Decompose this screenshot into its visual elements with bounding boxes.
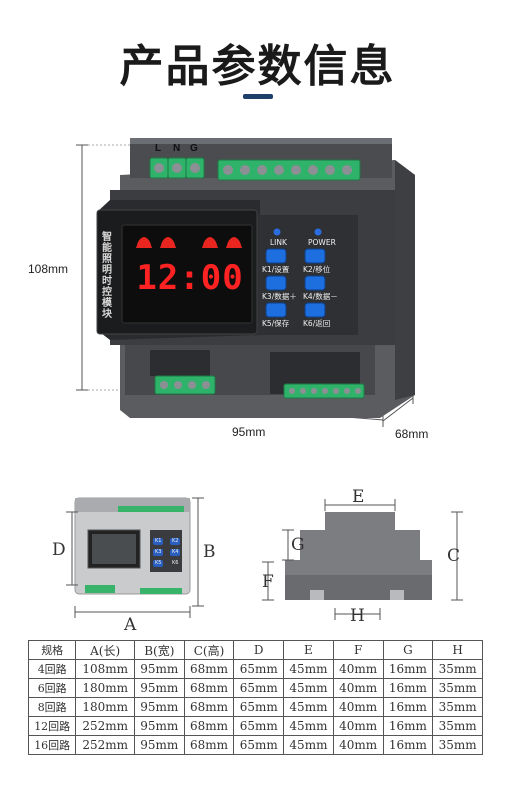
table-cell: 45mm <box>283 697 334 717</box>
table-row: 6回路 180mm 95mm 68mm 65mm 45mm 40mm 16mm … <box>27 678 483 698</box>
link-label: LINK <box>270 238 287 247</box>
terminal-label-n: N <box>173 143 181 154</box>
label-a: A <box>124 615 137 635</box>
table-cell: 65mm <box>233 716 285 736</box>
key-k5-label: K5/保存 <box>262 319 290 328</box>
table-cell: 45mm <box>283 716 334 736</box>
table-row: 4回路 108mm 95mm 68mm 65mm 45mm 40mm 16mm … <box>27 659 483 679</box>
table-cell: 4回路 <box>27 659 77 679</box>
label-e: E <box>352 487 365 507</box>
label-b: B <box>203 542 216 562</box>
label-f: F <box>262 572 274 592</box>
table-cell: 68mm <box>183 659 235 679</box>
table-cell: 40mm <box>332 735 384 755</box>
mini-k4: K4 <box>172 549 179 555</box>
header-c: C(高) <box>183 640 235 660</box>
lcd-time-display: 12:00 <box>136 258 244 298</box>
table-cell: 180mm <box>75 678 135 698</box>
table-cell: 252mm <box>75 716 135 736</box>
spec-table: 规格 A(长) B(宽) C(高) D E F G H 4回路 108mm 95… <box>27 640 483 755</box>
table-cell: 6回路 <box>27 678 77 698</box>
label-c: C <box>447 546 461 566</box>
table-cell: 16mm <box>382 716 434 736</box>
table-cell: 68mm <box>183 735 235 755</box>
title-underline <box>243 94 273 99</box>
table-cell: 35mm <box>432 678 483 698</box>
header-e: E <box>283 640 334 660</box>
table-row: 12回路 252mm 95mm 68mm 65mm 45mm 40mm 16mm… <box>27 716 483 736</box>
table-cell: 180mm <box>75 697 135 717</box>
key-k1-label: K1/设置 <box>262 265 290 274</box>
spec-table-header-row: 规格 A(长) B(宽) C(高) D E F G H <box>27 640 483 660</box>
table-cell: 16mm <box>382 697 434 717</box>
label-g: G <box>291 535 305 555</box>
table-cell: 68mm <box>183 678 235 698</box>
table-cell: 95mm <box>133 659 185 679</box>
table-cell: 252mm <box>75 735 135 755</box>
mini-k3: K3 <box>155 549 162 555</box>
header-d: D <box>233 640 285 660</box>
header-g: G <box>382 640 434 660</box>
table-row: 16回路 252mm 95mm 68mm 65mm 45mm 40mm 16mm… <box>27 735 483 755</box>
table-cell: 35mm <box>432 659 483 679</box>
table-cell: 65mm <box>233 735 285 755</box>
table-cell: 95mm <box>133 716 185 736</box>
label-h: H <box>350 606 365 626</box>
table-cell: 40mm <box>332 659 384 679</box>
table-cell: 45mm <box>283 659 334 679</box>
label-d: D <box>52 540 66 560</box>
table-cell: 108mm <box>75 659 135 679</box>
table-cell: 16mm <box>382 659 434 679</box>
table-cell: 95mm <box>133 697 185 717</box>
device-side-label: 智能照明时控模块 <box>102 232 112 320</box>
table-cell: 68mm <box>183 716 235 736</box>
table-cell: 95mm <box>133 678 185 698</box>
table-cell: 35mm <box>432 735 483 755</box>
terminal-label-l: L <box>155 143 162 154</box>
table-cell: 40mm <box>332 697 384 717</box>
mini-k6: K6 <box>172 560 179 566</box>
table-cell: 8回路 <box>27 697 77 717</box>
table-cell: 65mm <box>233 697 285 717</box>
key-k2-label: K2/移位 <box>303 265 331 274</box>
mini-k2: K2 <box>172 538 179 544</box>
header-b: B(宽) <box>133 640 185 660</box>
table-cell: 16mm <box>382 735 434 755</box>
key-k4-label: K4/数据－ <box>303 292 338 301</box>
page-title: 产品参数信息 <box>119 41 396 92</box>
mini-k5: K5 <box>155 560 162 566</box>
terminal-label-g: G <box>190 143 198 154</box>
header-a: A(长) <box>75 640 135 660</box>
table-cell: 65mm <box>233 659 285 679</box>
table-cell: 40mm <box>332 716 384 736</box>
key-k6-label: K6/返回 <box>303 319 331 328</box>
mini-k1: K1 <box>155 538 162 544</box>
table-cell: 40mm <box>332 678 384 698</box>
table-cell: 12回路 <box>27 716 77 736</box>
table-row: 8回路 180mm 95mm 68mm 65mm 45mm 40mm 16mm … <box>27 697 483 717</box>
table-cell: 16回路 <box>27 735 77 755</box>
table-cell: 45mm <box>283 678 334 698</box>
dim-depth-label: 68mm <box>395 427 429 441</box>
header-spec: 规格 <box>27 640 77 660</box>
dim-width-label: 95mm <box>232 425 266 439</box>
table-cell: 16mm <box>382 678 434 698</box>
table-cell: 68mm <box>183 697 235 717</box>
table-cell: 95mm <box>133 735 185 755</box>
table-cell: 35mm <box>432 697 483 717</box>
table-cell: 45mm <box>283 735 334 755</box>
power-label: POWER <box>308 238 336 247</box>
header-f: F <box>332 640 384 660</box>
dim-height-label: 108mm <box>28 262 69 276</box>
header-h: H <box>432 640 483 660</box>
table-cell: 35mm <box>432 716 483 736</box>
key-k3-label: K3/数据＋ <box>262 292 297 301</box>
table-cell: 65mm <box>233 678 285 698</box>
